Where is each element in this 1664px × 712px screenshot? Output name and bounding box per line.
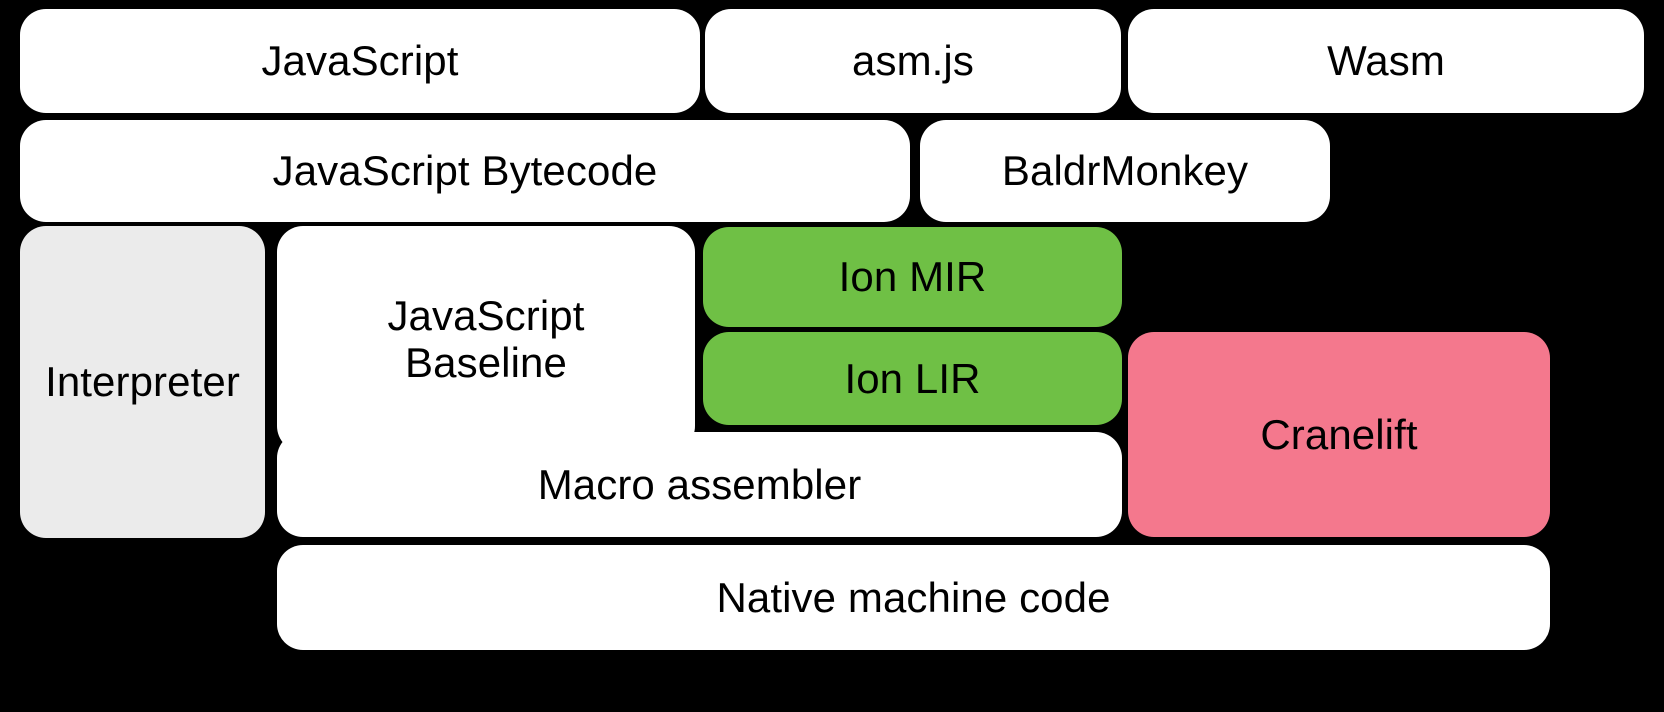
node-baldrmonkey: BaldrMonkey: [920, 120, 1330, 222]
node-label-baldrmonkey: BaldrMonkey: [1001, 147, 1249, 195]
node-label-cranelift: Cranelift: [1260, 410, 1418, 458]
node-label-macro-assembler: Macro assembler: [537, 460, 862, 508]
node-label-asmjs: asm.js: [852, 37, 974, 85]
node-label-ion-mir: Ion MIR: [838, 253, 987, 301]
node-interpreter: Interpreter: [20, 226, 265, 538]
node-macro-assembler: Macro assembler: [277, 432, 1122, 537]
node-javascript: JavaScript: [20, 9, 700, 113]
node-label-javascript: JavaScript: [261, 37, 459, 85]
node-asmjs: asm.js: [705, 9, 1121, 113]
node-native-machine-code: Native machine code: [277, 545, 1550, 650]
node-label-ion-lir: Ion LIR: [844, 354, 981, 402]
node-ion-lir: Ion LIR: [703, 332, 1122, 425]
node-label-javascript-bytecode: JavaScript Bytecode: [272, 147, 658, 195]
node-label-javascript-baseline: JavaScript Baseline: [387, 291, 585, 386]
node-label-native-machine-code: Native machine code: [716, 573, 1111, 621]
node-label-wasm: Wasm: [1327, 37, 1445, 85]
node-javascript-baseline: JavaScript Baseline: [277, 226, 695, 452]
node-label-interpreter: Interpreter: [45, 358, 240, 406]
node-wasm: Wasm: [1128, 9, 1644, 113]
node-cranelift: Cranelift: [1128, 332, 1550, 537]
node-ion-mir: Ion MIR: [703, 227, 1122, 327]
node-javascript-bytecode: JavaScript Bytecode: [20, 120, 910, 222]
